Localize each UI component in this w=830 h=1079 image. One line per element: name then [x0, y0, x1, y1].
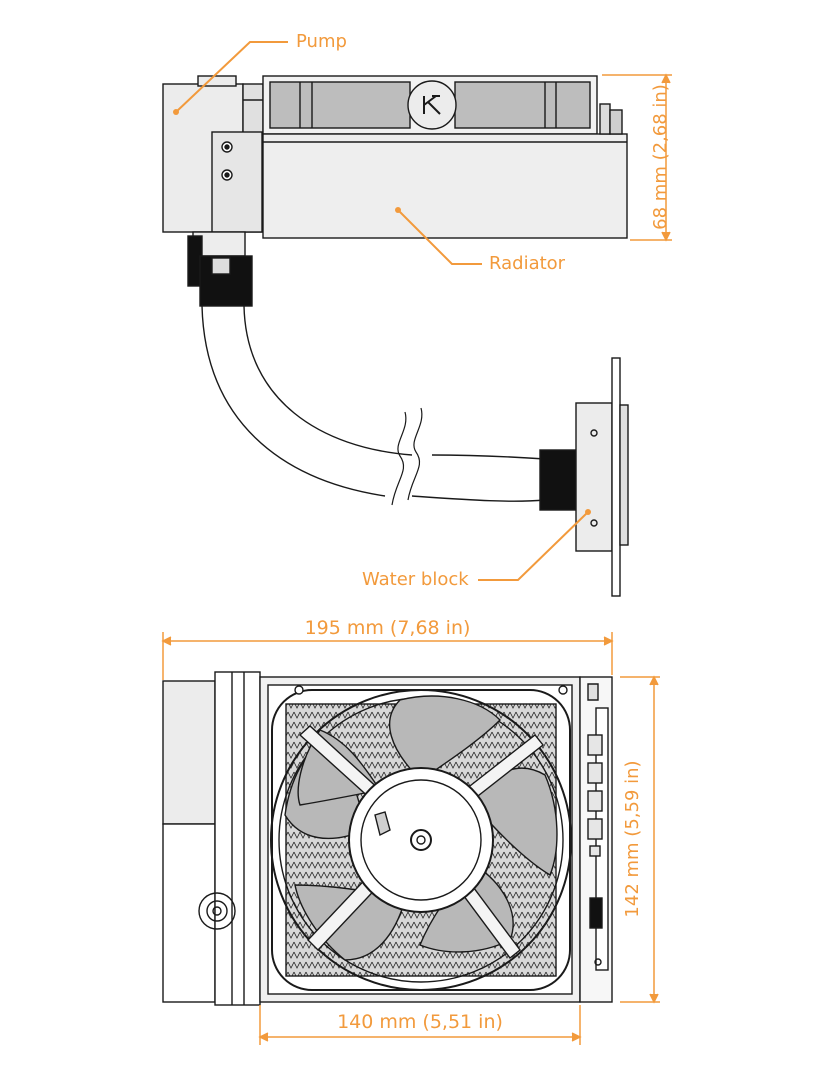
pump-body — [162, 75, 264, 233]
pump-label: Pump — [296, 31, 347, 52]
radiator-label: Radiator — [489, 253, 566, 274]
front-height-dimension — [620, 675, 660, 1004]
front-pump — [162, 671, 261, 1006]
side-height-label: 68 mm (2,68 in) — [650, 84, 671, 230]
radiator-leader — [397, 209, 482, 265]
front-height-label: 142 mm (5,59 in) — [622, 760, 643, 918]
front-view — [162, 671, 613, 1006]
water-block-label: Water block — [362, 569, 469, 590]
radiator-body — [262, 103, 628, 239]
side-fan — [262, 75, 598, 135]
radiator-width-dimension — [258, 1005, 582, 1045]
coolant-tubes — [201, 305, 546, 506]
side-view — [162, 75, 629, 597]
total-width-label: 195 mm (7,68 in) — [304, 617, 471, 639]
pump-leader — [175, 41, 288, 113]
front-fan — [270, 685, 572, 991]
pump-fittings — [187, 231, 253, 307]
water-block-leader — [478, 511, 589, 581]
total-width-dimension — [161, 632, 614, 680]
water-block — [539, 357, 629, 597]
callout-leaders — [173, 41, 591, 581]
side-height-dimension — [602, 73, 672, 242]
radiator-width-label: 140 mm (5,51 in) — [337, 1011, 503, 1033]
